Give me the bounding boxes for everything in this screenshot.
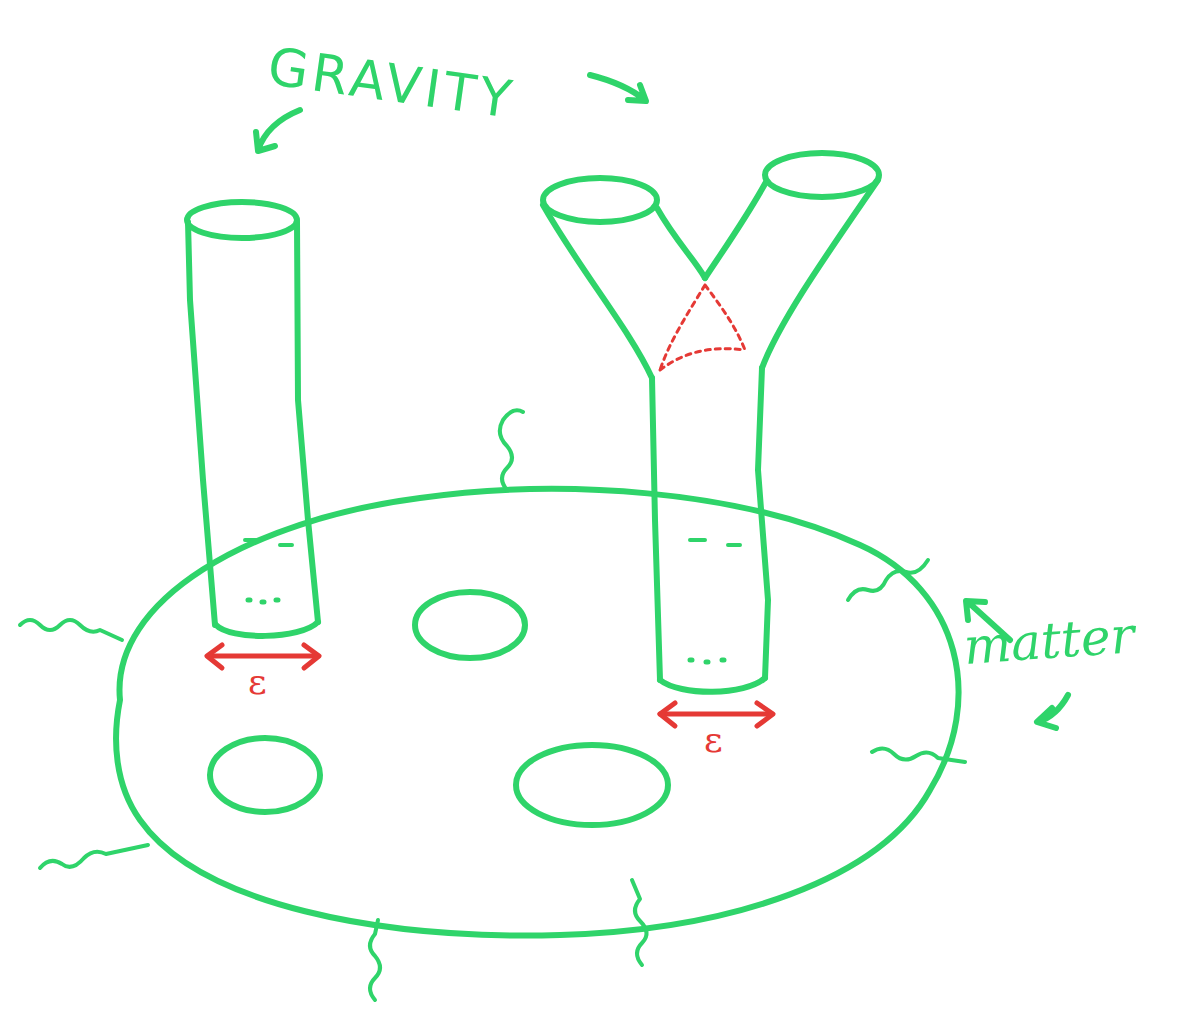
wavy-line [20,410,965,1000]
surface-hole [415,592,525,658]
y-tube [543,153,879,692]
pointer-arrow [256,110,300,151]
surface-hole [516,745,668,825]
dimension-label: ε [704,722,723,758]
matter-surface [116,489,959,936]
heading-label: GRAVITY [265,40,519,126]
surface-hole [210,738,320,812]
dimension-label: ε [248,664,267,700]
pointer-arrow [590,75,646,101]
straight-tube [187,202,318,636]
region-label: matter [962,610,1136,672]
pointer-arrow [1037,695,1068,728]
